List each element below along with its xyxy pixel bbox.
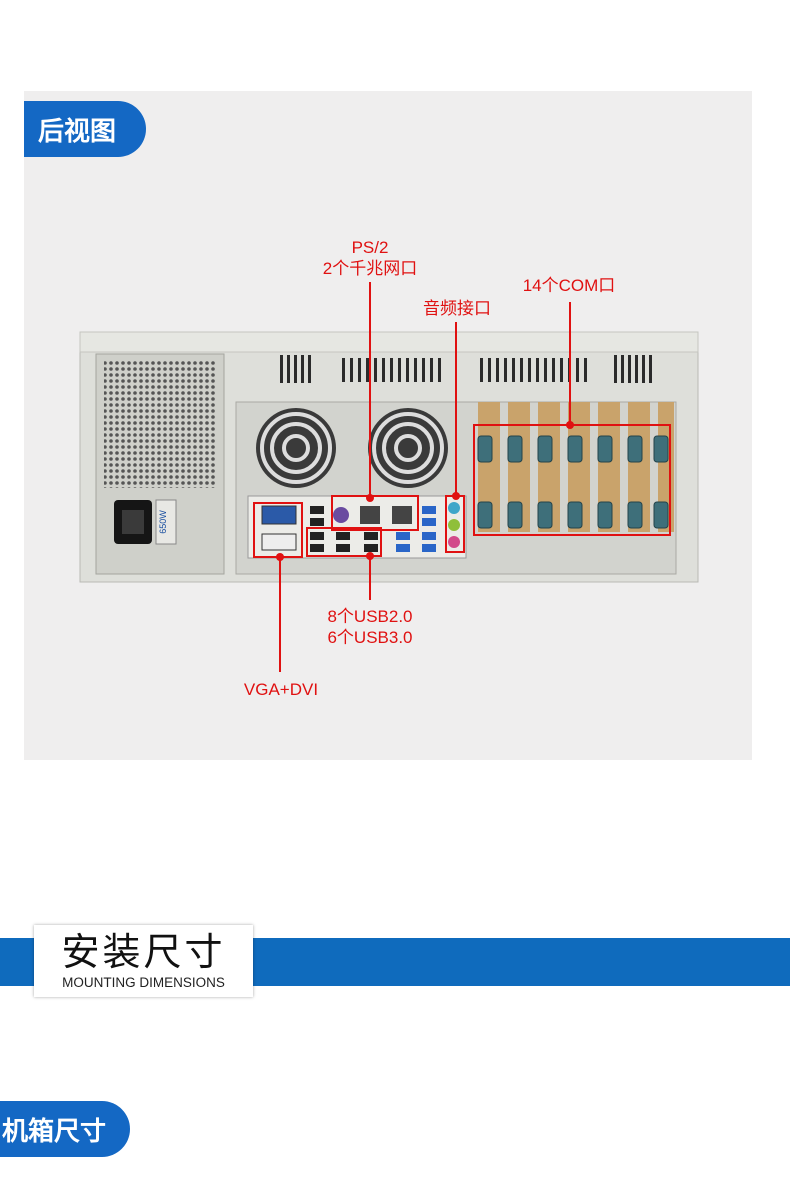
rear-view-title: 后视图 [38, 116, 117, 147]
audio-jacks [448, 502, 460, 548]
callout-usb: 8个USB2.0 6个USB3.0 [315, 606, 425, 648]
callout-audio: 音频接口 [423, 299, 491, 318]
ps2-port [333, 507, 349, 523]
callout-ps2-line2: 2个千兆网口 [322, 259, 418, 278]
rear-view-title-tag: 后视图 [24, 101, 146, 157]
callout-usb-line1: 8个USB2.0 [327, 607, 413, 626]
expansion-slots [478, 402, 674, 532]
fan-left [256, 408, 336, 488]
chassis-size-title-tag: 机箱尺寸 [0, 1101, 130, 1157]
usb3-ports [396, 506, 436, 552]
lan-port-1 [360, 506, 380, 524]
fan-right [368, 408, 448, 488]
com-ports [477, 435, 669, 529]
callout-dots [276, 421, 574, 561]
mounting-subtitle: MOUNTING DIMENSIONS [62, 975, 225, 990]
dvi-port [261, 533, 297, 551]
chassis-size-title: 机箱尺寸 [2, 1116, 107, 1147]
psu-label: 650W [158, 510, 168, 534]
lan-port-2 [392, 506, 412, 524]
callout-ps2-line1: PS/2 [351, 238, 389, 257]
callout-com: 14个COM口 [522, 276, 616, 295]
chassis-top-lip [79, 331, 699, 353]
psu-grille [104, 360, 216, 488]
callout-usb-line2: 6个USB3.0 [327, 628, 413, 647]
mounting-banner-box: 安装尺寸 MOUNTING DIMENSIONS [34, 925, 253, 997]
top-vents [280, 355, 652, 383]
callout-ps2-lan: PS/2 2个千兆网口 [310, 237, 430, 279]
usb2-ports [310, 506, 378, 552]
psu-label-plate [155, 499, 177, 545]
mounting-title: 安装尺寸 [61, 930, 226, 974]
callout-vga-dvi: VGA+DVI [243, 680, 319, 699]
vga-port [261, 505, 297, 525]
